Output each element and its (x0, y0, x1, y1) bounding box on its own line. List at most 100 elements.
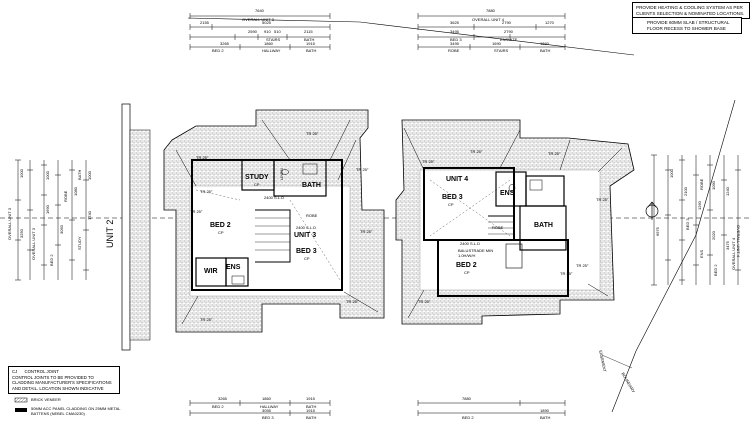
left-dim: 1690 (45, 205, 50, 214)
brick-veneer-swatch (14, 397, 28, 403)
u3-tr-label: TR 25° (196, 155, 209, 160)
u4-row2-label: BED 3 (450, 37, 462, 42)
u3-row2-label: STAIRS (266, 37, 281, 42)
u3-tr-label: TR 25° (306, 131, 319, 136)
dimension-ticks (15, 13, 741, 416)
u4-bed3-sub: CP (448, 202, 454, 207)
u3-overall-dim: 7640 (255, 8, 264, 13)
slab-note: PROVIDE 60MM SLAB / STRUCTURAL FLOOR REC… (632, 17, 742, 35)
left-dim: 3250 (19, 229, 24, 238)
left-dim: 1740 (87, 211, 92, 220)
right-dim: 1260 (697, 201, 702, 210)
u3-bed3-sub: CP (304, 256, 310, 261)
u3-tr-label: TR 25° (360, 229, 373, 234)
cj-text: CONTROL JOINTS TO BE PROVIDED TO CLADDIN… (12, 374, 112, 391)
u3-bottom-dim2: 3055 (262, 408, 271, 413)
u3-study-label: STUDY (245, 174, 269, 181)
u4-row3-dim: 1860 (540, 41, 549, 46)
unit3-roof (163, 109, 385, 333)
u4-row3-label: STAIRS (494, 48, 509, 53)
u4-robe-label: ROBE (492, 225, 504, 230)
unit2-label: UNIT 2 (105, 219, 115, 248)
u4-row1-dim: 3625 (450, 20, 459, 25)
overall-unit3-side-label: OVERALL UNIT 3 (7, 207, 12, 240)
u3-row3-label: BED 2 (212, 48, 224, 53)
u3-tr-label: TR 25° (200, 189, 213, 194)
u3-bottom-label: BATH (306, 404, 317, 409)
control-joint-note: CJ CONTROL JOINT CONTROL JOINTS TO BE PR… (8, 366, 120, 395)
cj-code: CJ (12, 369, 18, 374)
u4-row2-dim: 3495 (450, 29, 459, 34)
u4-tr-label: TR 25° (422, 159, 435, 164)
right-dim-label: BED 2 (713, 264, 718, 276)
left-dim-label: ROBE (63, 190, 68, 202)
u3-bottom-dim: 1915 (306, 396, 315, 401)
u3-overall-label: OVERALL UNIT 3 (242, 17, 275, 22)
left-dim: 1000 (19, 169, 24, 178)
left-dim-label: BATH (77, 169, 82, 180)
right-dim: 2100 (683, 187, 688, 196)
brick-veneer-label: BRICK VENEER (31, 397, 61, 402)
right-dim: 1090 (711, 181, 716, 190)
unit3-walls (191, 159, 343, 291)
u4-tr-label: TR 25° (560, 271, 573, 276)
left-dim: 1000 (87, 171, 92, 180)
u3-bottom-dim: 3265 (218, 396, 227, 401)
u3-sld-label: 2400 S.L.D (264, 195, 285, 200)
u4-bottom-label: BATH (540, 415, 551, 420)
right-dim: 1000 (669, 169, 674, 178)
u4-bottom-dim: 1890 (540, 408, 549, 413)
right-dim-label: ENS (699, 249, 704, 258)
heating-note-text: PROVIDE HEATING & COOLING SYSTEM AS PER … (636, 5, 745, 16)
u3-bottom-label: BED 2 (212, 404, 224, 409)
u3-row2-dim: 2115 (304, 29, 313, 34)
u4-bed2-sub: CP (464, 270, 470, 275)
u3-bottom-label2: BED 3 (262, 415, 274, 420)
u3-bed2-sub: CP (218, 230, 224, 235)
cladding-label: 50MM ACC PANEL CLADDING ON 25MM METAL BA… (31, 406, 121, 416)
u4-bed3-label: BED 3 (442, 194, 463, 201)
u4-row3-dim: 3495 (450, 41, 459, 46)
u4-bottom-dim: 7880 (462, 396, 471, 401)
u4-overall-dim: 7880 (486, 8, 495, 13)
u4-ens-label: ENS (500, 190, 515, 197)
overall-unit4-side-label: OVERALL UNIT 4 (736, 225, 741, 258)
u3-bed2-label: BED 2 (210, 222, 231, 229)
u3-ens-label: ENS (226, 264, 241, 271)
u3-bed3-label: BED 3 (296, 248, 317, 255)
u3-unit-label: UNIT 3 (294, 232, 317, 239)
right-dim: 2020 (711, 231, 716, 240)
right-dim: 6975 (655, 227, 660, 236)
u3-row3-label: HALLWAY (262, 48, 281, 53)
left-dim: 1080 (73, 187, 78, 196)
u3-tr-label: TR 25° (200, 317, 213, 322)
cj-label: CONTROL JOINT (24, 369, 59, 374)
unit2-wall (121, 103, 151, 351)
left-dim-label: OVERALL UNIT 3 (31, 227, 36, 260)
dimension-lines (17, 15, 739, 414)
u3-tr-label: TR 25° (356, 167, 369, 172)
u3-bottom-label: HALLWAY (260, 404, 279, 409)
u3-sld2-label: 2400 S.L.D (296, 225, 317, 230)
u3-row2-dim: 910 (264, 29, 271, 34)
u3-bottom-label2: BATH (306, 415, 317, 420)
u3-robe-label: ROBE (306, 213, 318, 218)
u4-row2-label: ENSUITE (500, 37, 518, 42)
u3-row3-dim: 1860 (264, 41, 273, 46)
u3-wir-label: WIR (204, 268, 218, 275)
cladding-swatch (15, 408, 27, 412)
u4-row3-label: BATH (540, 48, 551, 53)
u3-tr-label: TR 25° (346, 299, 359, 304)
u3-row1-dim: 2155 (200, 20, 209, 25)
left-dim-label: STUDY (77, 236, 82, 250)
u3-row2-dim: 510 (274, 29, 281, 34)
u4-tr-label: TR 25° (548, 151, 561, 156)
left-dim: 1000 (45, 171, 50, 180)
left-dim-label: BED 2 (49, 254, 54, 266)
u3-row2-dim: 2590 (248, 29, 257, 34)
left-dim: 3050 (59, 225, 64, 234)
north-arrow-icon (645, 201, 659, 220)
u4-bottom-label: BED 2 (462, 415, 474, 420)
u4-tr-label: TR 25° (596, 197, 609, 202)
